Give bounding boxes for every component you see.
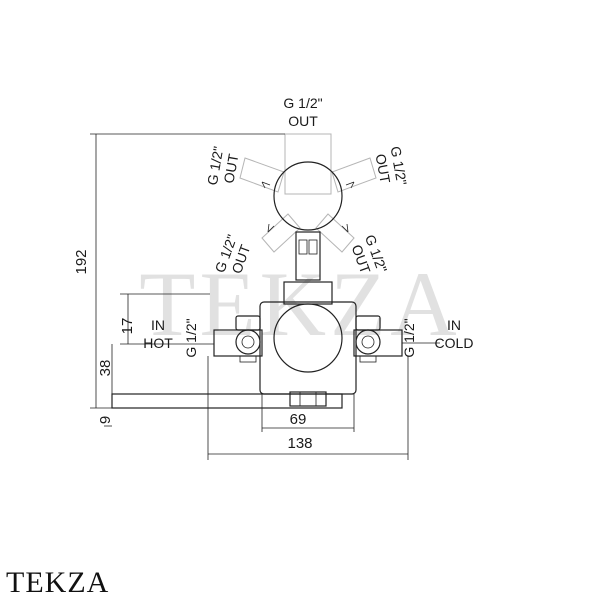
arrow-upper-left	[261, 181, 271, 189]
cold-thread: G 1/2"	[401, 318, 417, 357]
mixer-bottom	[289, 391, 327, 407]
dim-17: 17	[119, 318, 136, 335]
upper-right-arm	[331, 157, 377, 193]
brand-logo-text: TEKZA	[6, 566, 110, 599]
in-hot-hot: HOT	[143, 335, 173, 351]
upper-right-out-thread: G 1/2"	[388, 145, 411, 186]
diverter-disc	[273, 161, 343, 231]
mixer-bore	[273, 303, 343, 373]
arrow-lower-left	[267, 223, 275, 233]
cold-valve-cap	[355, 315, 381, 331]
upper-left-arm	[239, 157, 285, 193]
mixer-body	[111, 281, 403, 409]
arrow-upper-right	[345, 181, 355, 189]
cold-valve-inner	[361, 335, 375, 349]
hot-valve-inner	[241, 335, 255, 349]
hot-valve-cap	[235, 315, 261, 331]
dim-38: 38	[97, 360, 114, 377]
upper-right-out-label: OUT	[373, 153, 394, 185]
dim-192: 192	[73, 249, 90, 274]
stem-mark-right	[308, 239, 318, 255]
upper-left-out-thread: G 1/2"	[204, 145, 227, 186]
in-hot-in: IN	[151, 317, 165, 333]
arrow-lower-right	[341, 223, 349, 233]
diverter-body	[239, 133, 377, 281]
hot-thread: G 1/2"	[183, 318, 199, 357]
top-out-label: OUT	[288, 113, 318, 129]
in-cold-cold: COLD	[435, 335, 474, 351]
dim-69: 69	[290, 411, 307, 428]
dim-9: 9	[97, 416, 114, 424]
stem-mark-left	[298, 239, 308, 255]
top-out-thread: G 1/2"	[283, 95, 322, 111]
in-cold-in: IN	[447, 317, 461, 333]
lower-left-arm	[261, 213, 301, 253]
dimension-lines	[90, 133, 440, 460]
top-outlet-arm	[284, 133, 332, 195]
stem	[295, 231, 321, 281]
lower-right-arm	[315, 213, 355, 253]
dim-138: 138	[287, 435, 312, 452]
upper-left-out-label: OUT	[221, 152, 242, 184]
